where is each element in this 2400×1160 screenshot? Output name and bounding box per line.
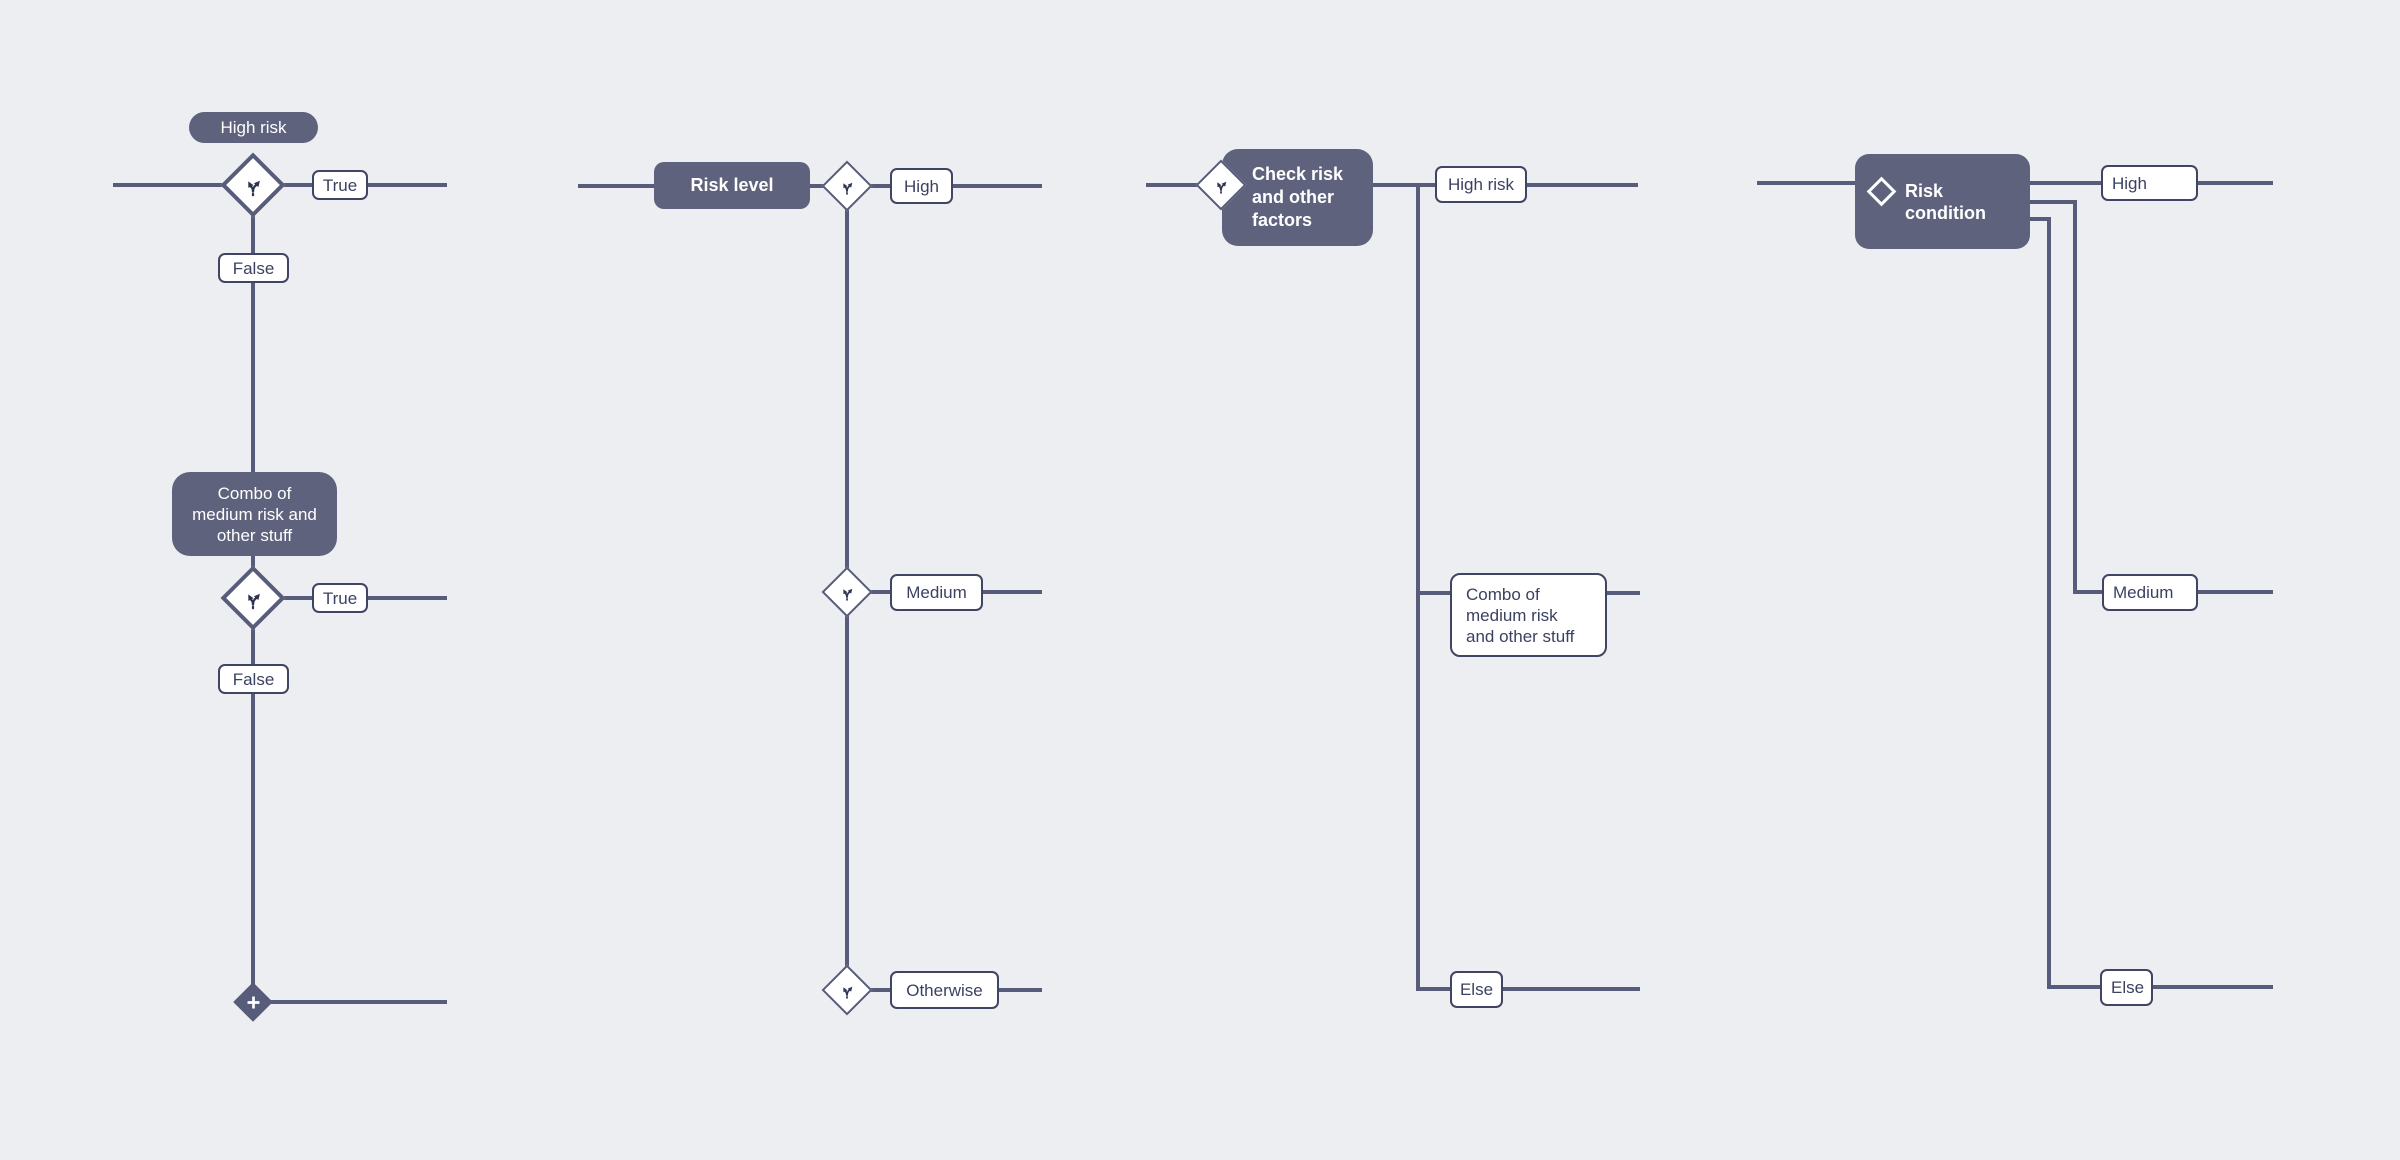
case-label-high-risk[interactable]: High risk — [1435, 166, 1527, 203]
risk-condition-node[interactable]: Risk condition — [1855, 154, 2030, 249]
fork-arrows-icon — [843, 986, 853, 999]
case-label-else[interactable]: Else — [2100, 969, 2153, 1006]
connector-d3-else — [1416, 987, 1640, 991]
fork-arrows-icon — [248, 593, 260, 610]
connector-d4-branch3-out — [2030, 217, 2051, 221]
connector-d1-merge-out — [253, 1000, 447, 1004]
connector-d4-branch2-out — [2030, 200, 2077, 204]
case-label-combo[interactable]: Combo of medium risk and other stuff — [1450, 573, 1607, 657]
plus-icon — [247, 996, 260, 1009]
fork-arrows-icon — [843, 182, 853, 195]
branch-label-true-1[interactable]: True — [312, 170, 368, 200]
case-label-high[interactable]: High — [2101, 165, 2198, 201]
case-label-high[interactable]: High — [890, 168, 953, 204]
risk-level-node[interactable]: Risk level — [654, 162, 810, 209]
fork-arrows-icon — [248, 180, 260, 197]
connector-d2-main — [578, 184, 1042, 188]
fork-arrows-icon — [843, 588, 853, 601]
diamond-outline-icon — [1866, 176, 1897, 207]
connector-d3-spine — [1416, 185, 1420, 991]
branch-label-false-2[interactable]: False — [218, 664, 289, 694]
case-label-medium[interactable]: Medium — [890, 574, 983, 611]
connector-d4-branch2-drop — [2073, 200, 2077, 594]
case-label-otherwise[interactable]: Otherwise — [890, 971, 999, 1009]
branch-label-true-2[interactable]: True — [312, 583, 368, 613]
case-label-else[interactable]: Else — [1450, 971, 1503, 1008]
connector-d3-main — [1146, 183, 1638, 187]
fork-arrows-icon — [1217, 181, 1227, 194]
combo-condition-node[interactable]: Combo of medium risk and other stuff — [172, 472, 337, 556]
risk-condition-label: Risk condition — [1905, 181, 1986, 223]
connector-d4-branch3-drop — [2047, 217, 2051, 989]
branch-label-false-1[interactable]: False — [218, 253, 289, 283]
check-risk-node[interactable]: Check risk and other factors — [1222, 149, 1373, 246]
case-label-medium[interactable]: Medium — [2102, 574, 2198, 611]
connector-d4-else — [2047, 985, 2273, 989]
high-risk-pill[interactable]: High risk — [189, 112, 318, 143]
